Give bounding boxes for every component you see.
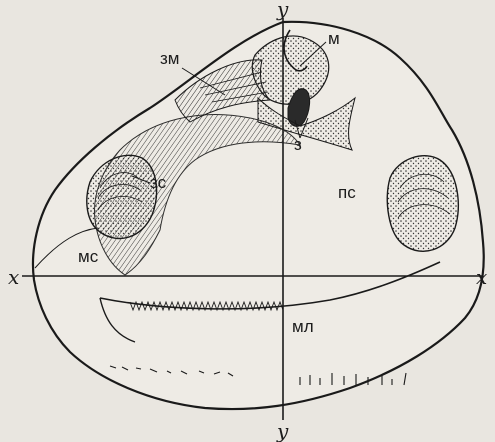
label-ml: мл [292,317,314,336]
posterior-adductor-scar [387,156,458,252]
label-z: з [294,135,302,154]
y-axis-label-top: y [276,0,289,21]
x-axis-label-right: x [476,265,487,289]
label-ps: пс [338,183,356,202]
x-axis-label-left: x [8,265,19,289]
label-m: м [328,29,340,48]
label-zm: зм [160,49,179,68]
label-ms: мс [78,247,99,266]
y-axis-label-bottom: y [276,419,289,442]
label-zs: зс [150,173,167,192]
